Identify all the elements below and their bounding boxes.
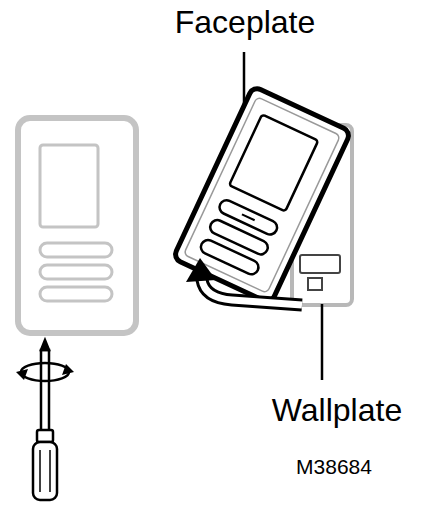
figure-number: M38684 [296, 455, 372, 479]
part-name: Wallplate [272, 392, 402, 429]
lift-arrow [186, 258, 302, 305]
mounted-thermostat [18, 118, 136, 333]
part-name: Faceplate [175, 4, 316, 41]
leader-line [321, 304, 324, 380]
faceplate-shape [173, 86, 351, 304]
leader-line [243, 52, 246, 104]
screwdriver-symbol [16, 340, 74, 500]
